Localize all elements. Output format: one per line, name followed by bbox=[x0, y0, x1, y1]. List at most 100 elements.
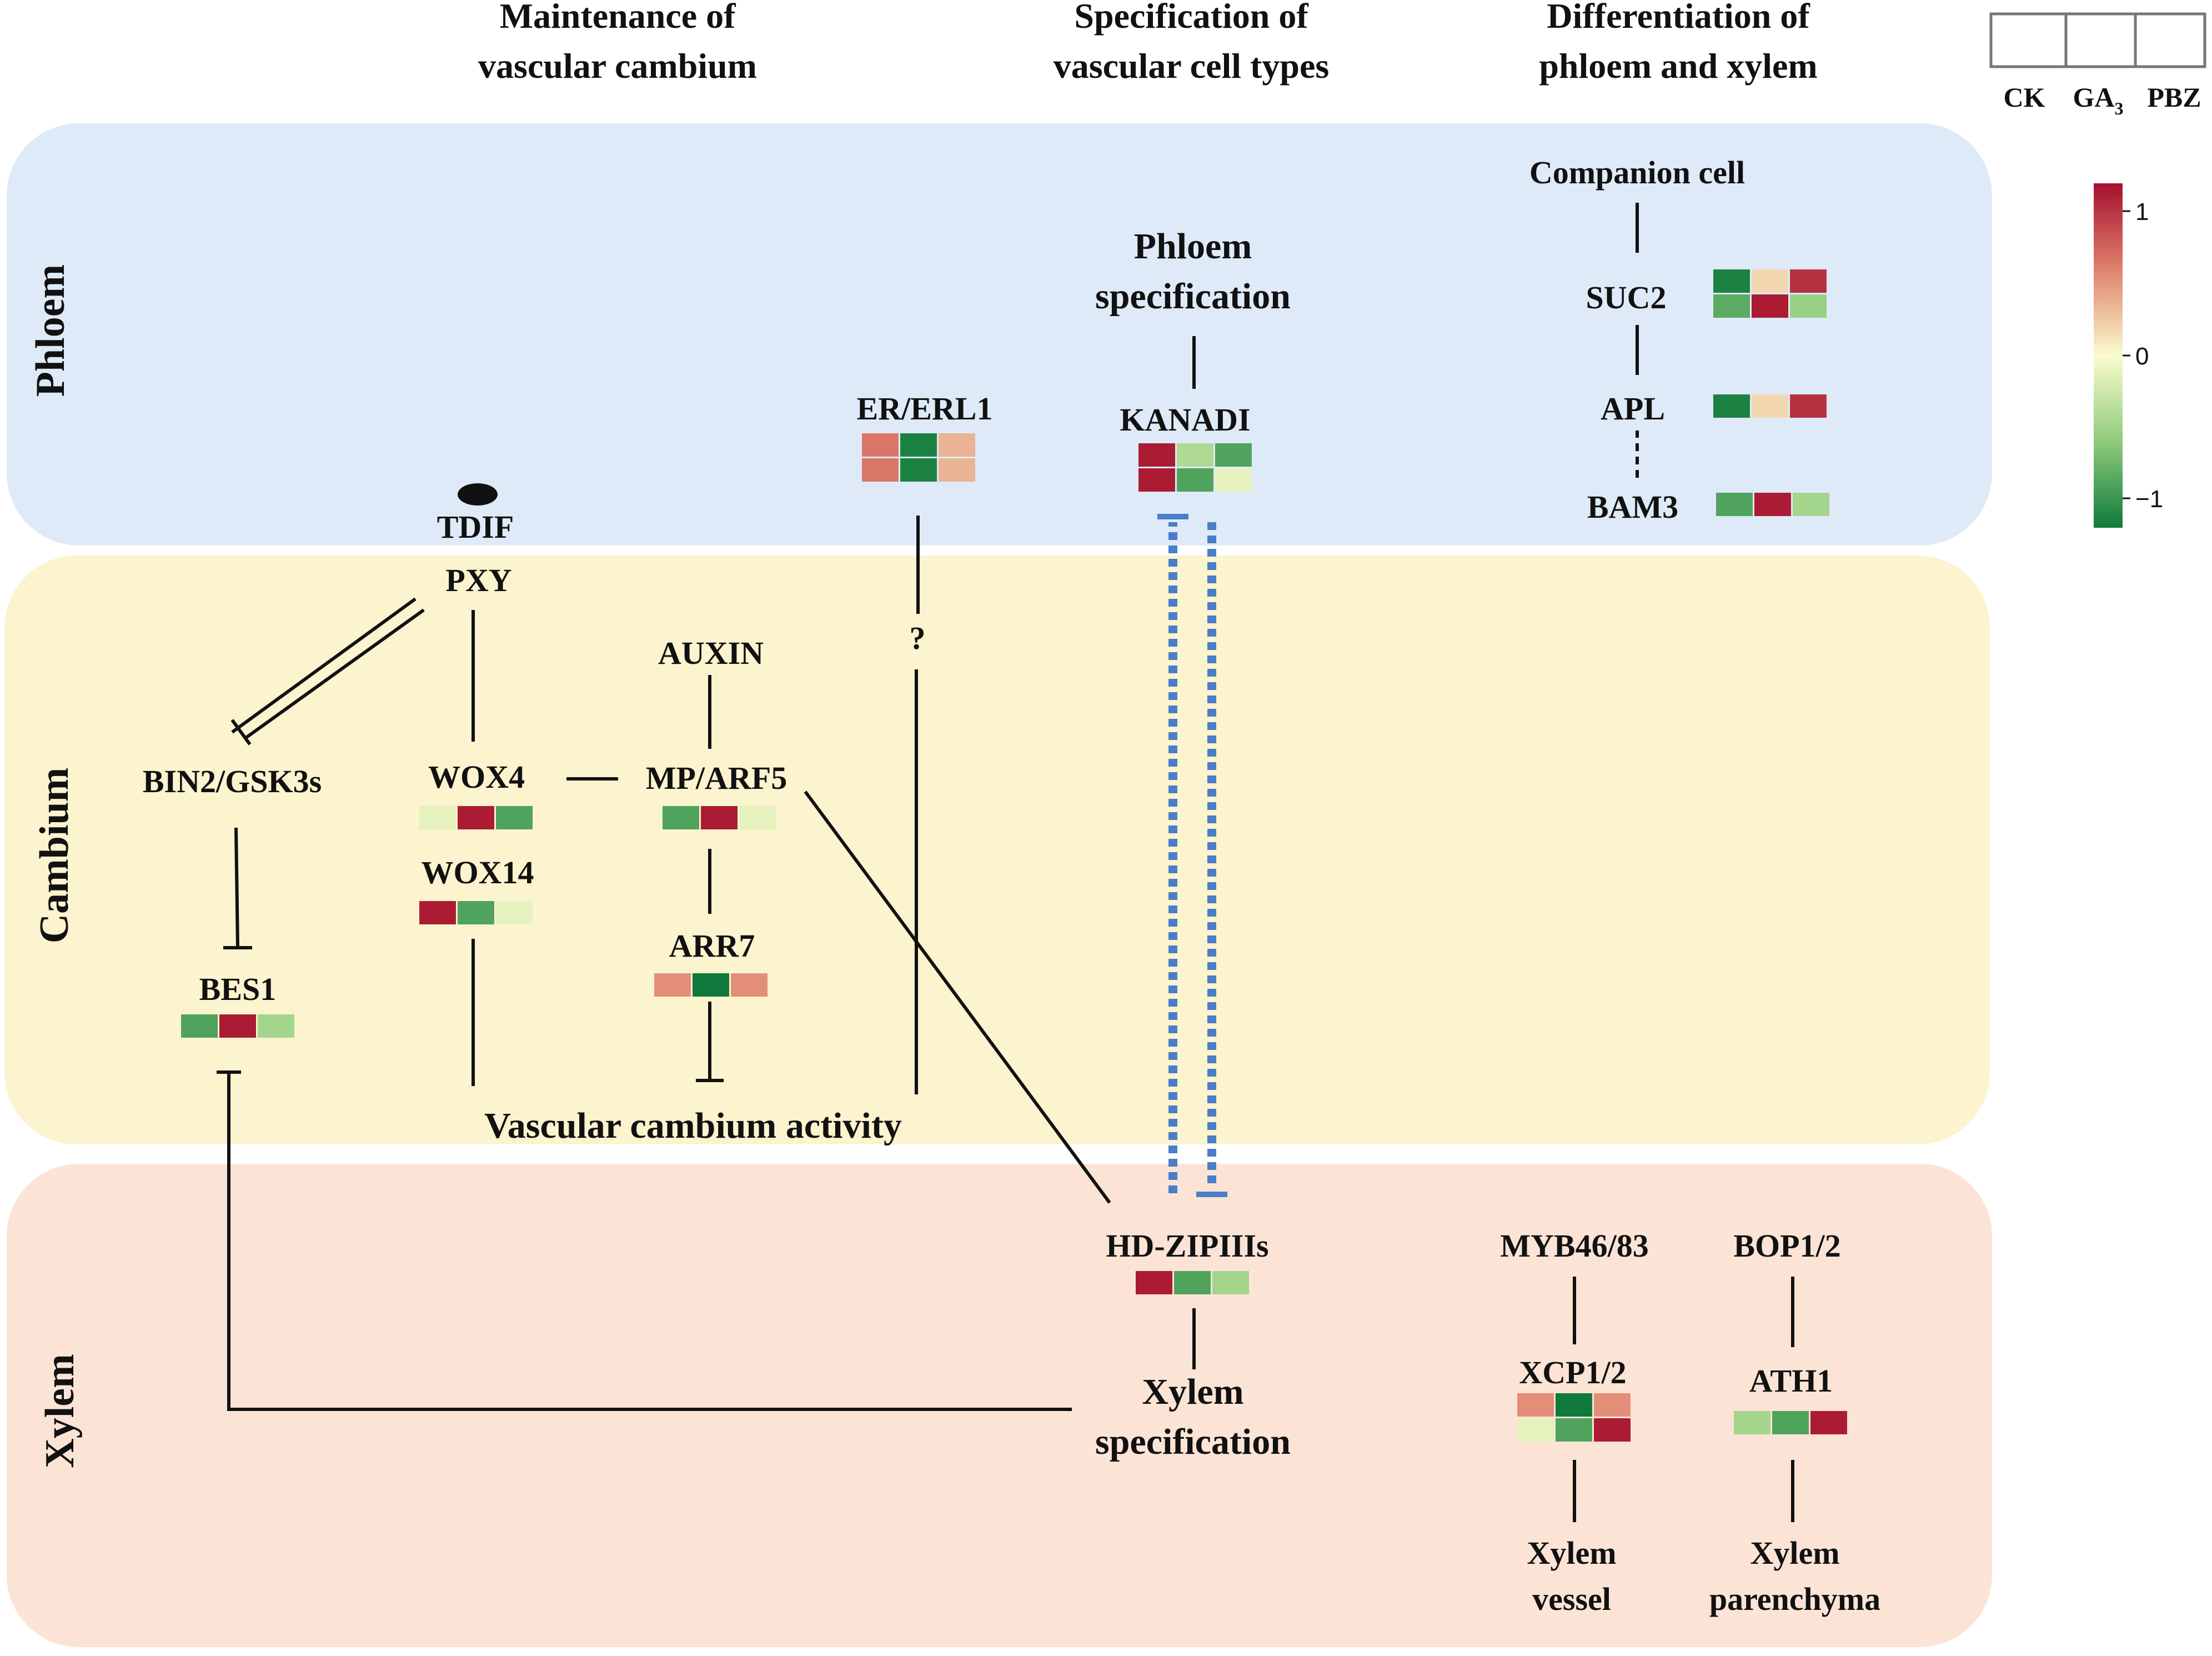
heatmap-bam3 bbox=[1716, 493, 1829, 516]
heatmap-cell bbox=[458, 901, 494, 924]
heatmap-cell bbox=[1517, 1418, 1554, 1442]
heatmap-er-erl1 bbox=[862, 433, 975, 482]
colorbar-tick-max: 1 bbox=[2135, 198, 2149, 226]
heatmap-cell bbox=[1772, 1411, 1809, 1434]
heatmap-cell bbox=[1177, 468, 1213, 492]
heatmap-kanadi bbox=[1138, 443, 1252, 492]
colorbar-tick-min: −1 bbox=[2135, 486, 2163, 513]
heatmap-cell bbox=[1752, 269, 1788, 293]
heatmap-cell bbox=[1212, 1271, 1249, 1294]
xylem-region-label: Xylem bbox=[37, 1354, 83, 1468]
node-wox4: WOX4 bbox=[428, 759, 525, 795]
cambium-region-label: Cambium bbox=[32, 768, 77, 944]
xylem-region bbox=[7, 1164, 1992, 1647]
header-maintenance-line1: Maintenance of bbox=[500, 0, 736, 36]
heatmap-mp-arf5 bbox=[663, 806, 776, 829]
legend-pbz-label: PBZ bbox=[2147, 82, 2201, 113]
legend-ck-label: CK bbox=[2004, 82, 2045, 113]
heatmap-cell bbox=[496, 901, 533, 924]
node-vascular-cambium-activity: Vascular cambium activity bbox=[484, 1105, 902, 1146]
inhibit-bin2-bes1 bbox=[234, 827, 239, 948]
node-xylem-parenchyma-line1: Xylem bbox=[1750, 1535, 1839, 1571]
node-xylem-vessel-line1: Xylem bbox=[1527, 1535, 1616, 1571]
connectors bbox=[217, 202, 1795, 1523]
heatmap-cell bbox=[654, 973, 691, 997]
node-xylem-parenchyma-line2: parenchyma bbox=[1709, 1581, 1880, 1617]
heatmap-cell bbox=[1734, 1411, 1770, 1434]
header-maintenance-line2: vascular cambium bbox=[478, 46, 757, 86]
heatmap-cell bbox=[1556, 1418, 1592, 1442]
heatmap-cell bbox=[1215, 468, 1252, 492]
node-companion-cell: Companion cell bbox=[1529, 154, 1745, 191]
heatmap-cell bbox=[1517, 1393, 1554, 1417]
heatmap-xcp1-2 bbox=[1517, 1393, 1631, 1442]
heatmap-cell bbox=[1793, 493, 1829, 516]
heatmap-cell bbox=[1752, 294, 1788, 318]
heatmap-cell bbox=[701, 806, 738, 829]
node-bop1-2: BOP1/2 bbox=[1733, 1228, 1840, 1264]
heatmap-cell bbox=[1754, 493, 1791, 516]
phloem-region bbox=[7, 123, 1992, 546]
legend-ga3-label: GA3 bbox=[2073, 82, 2124, 118]
heatmap-cell bbox=[1790, 294, 1827, 318]
node-mp-arf5: MP/ARF5 bbox=[646, 760, 788, 796]
heatmap-cell bbox=[731, 973, 768, 997]
phloem-region-label: Phloem bbox=[28, 264, 73, 397]
heatmap-hd-zipiiis bbox=[1136, 1271, 1249, 1294]
heatmap-wox14 bbox=[419, 901, 533, 924]
heatmap-cell bbox=[939, 433, 975, 457]
double-line-pxy-bin2-a bbox=[231, 597, 417, 734]
heatmap-cell bbox=[939, 458, 975, 482]
heatmap-cell bbox=[419, 901, 456, 924]
node-xylem-vessel-line2: vessel bbox=[1532, 1581, 1611, 1617]
colorbar: 1 0 −1 bbox=[2094, 183, 2163, 528]
heatmap-cell bbox=[1594, 1418, 1631, 1442]
double-line-pxy-bin2-b bbox=[243, 608, 425, 741]
heatmap-cell bbox=[1713, 394, 1750, 418]
heatmap-cell bbox=[496, 806, 533, 829]
heatmap-cell bbox=[1215, 443, 1252, 467]
heatmap-ath1 bbox=[1734, 1411, 1847, 1434]
node-ath1: ATH1 bbox=[1749, 1363, 1833, 1399]
heatmap-wox4 bbox=[419, 806, 533, 829]
heatmap-cell bbox=[1177, 443, 1213, 467]
node-wox14: WOX14 bbox=[422, 854, 534, 890]
heatmap-cell bbox=[1716, 493, 1753, 516]
treatment-legend: CK GA3 PBZ bbox=[1989, 12, 2206, 118]
arrow-mp-hdzip bbox=[804, 791, 1111, 1204]
node-phloem-spec-line2: specification bbox=[1095, 276, 1291, 317]
heatmap-cell bbox=[663, 806, 699, 829]
heatmap-cell bbox=[900, 433, 937, 457]
heatmap-cell bbox=[1138, 443, 1175, 467]
heatmap-apl bbox=[1713, 394, 1827, 418]
tbar-bin2 bbox=[230, 719, 252, 746]
node-apl: APL bbox=[1601, 391, 1665, 427]
header-differentiation-line2: phloem and xylem bbox=[1539, 46, 1817, 86]
heatmap-cell bbox=[900, 458, 937, 482]
node-kanadi: KANADI bbox=[1120, 402, 1250, 438]
node-xcp1-2: XCP1/2 bbox=[1519, 1354, 1626, 1390]
legend-box-ga3 bbox=[2064, 12, 2137, 68]
heatmap-cell bbox=[1594, 1393, 1631, 1417]
legend-box-ck bbox=[1989, 12, 2068, 68]
heatmap-cell bbox=[739, 806, 776, 829]
node-bin2: BIN2/GSK3s bbox=[143, 763, 322, 799]
heatmap-cell bbox=[1790, 394, 1827, 418]
heatmap-cell bbox=[1556, 1393, 1592, 1417]
heatmap-cell bbox=[1174, 1271, 1211, 1294]
heatmap-suc2 bbox=[1713, 269, 1827, 318]
node-auxin: AUXIN bbox=[658, 635, 764, 671]
node-xylem-spec-line2: specification bbox=[1095, 1422, 1291, 1462]
heatmap-cell bbox=[258, 1014, 294, 1038]
heatmap-cell bbox=[458, 806, 494, 829]
heatmap-cell bbox=[1790, 269, 1827, 293]
header-differentiation-line1: Differentiation of bbox=[1547, 0, 1810, 36]
heatmap-cell bbox=[1713, 269, 1750, 293]
heatmap-cell bbox=[1810, 1411, 1847, 1434]
colorbar-gradient bbox=[2094, 183, 2123, 528]
node-bam3: BAM3 bbox=[1587, 489, 1678, 525]
kanadi-hdzip-mutual-inhibition bbox=[1157, 514, 1227, 1197]
node-labels: TDIF PXY BIN2/GSK3s BES1 WOX4 WOX14 AUXI… bbox=[143, 154, 1880, 1617]
